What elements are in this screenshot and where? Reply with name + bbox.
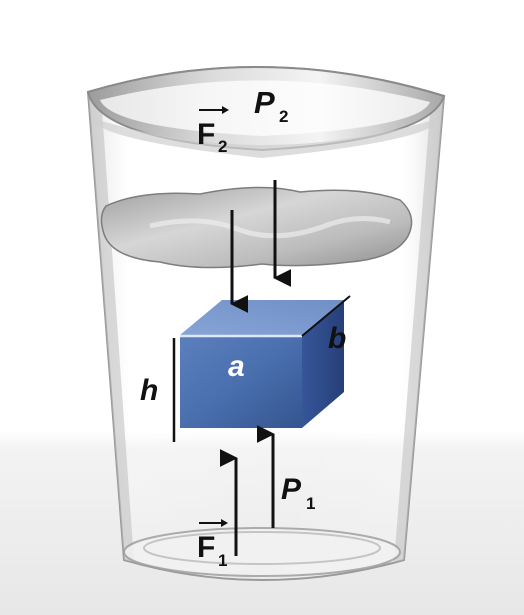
cube-top-face xyxy=(180,300,344,335)
cube xyxy=(180,295,351,428)
force-top-vector-symbol xyxy=(199,106,229,114)
pressure-top-subscript: 2 xyxy=(279,107,288,126)
glass-bottom-inner xyxy=(143,531,381,565)
pressure-bottom-label: P xyxy=(281,473,302,506)
depth-label: b xyxy=(328,322,346,355)
cube-front-face xyxy=(180,335,302,428)
force-bottom-subscript: 1 xyxy=(218,551,227,570)
glass-rim-inner xyxy=(100,80,430,136)
width-label: a xyxy=(228,350,245,383)
force-top-subscript: 2 xyxy=(218,137,227,156)
pressure-top-label: P xyxy=(254,85,275,120)
glass-right-edge xyxy=(394,96,444,562)
cube-side-face xyxy=(302,300,344,428)
force-top-label: F xyxy=(197,118,215,151)
cube-depth-marker xyxy=(301,295,351,337)
height-label: h xyxy=(140,374,158,407)
pressure-bottom-subscript: 1 xyxy=(306,494,315,513)
force-bottom-label: F xyxy=(197,531,215,564)
glass-rim-lower-band xyxy=(92,118,440,158)
force-bottom-vector-symbol xyxy=(199,519,228,527)
liquid-surface xyxy=(100,186,413,269)
glass-bottom xyxy=(123,527,401,577)
glass-left-edge xyxy=(88,92,134,562)
